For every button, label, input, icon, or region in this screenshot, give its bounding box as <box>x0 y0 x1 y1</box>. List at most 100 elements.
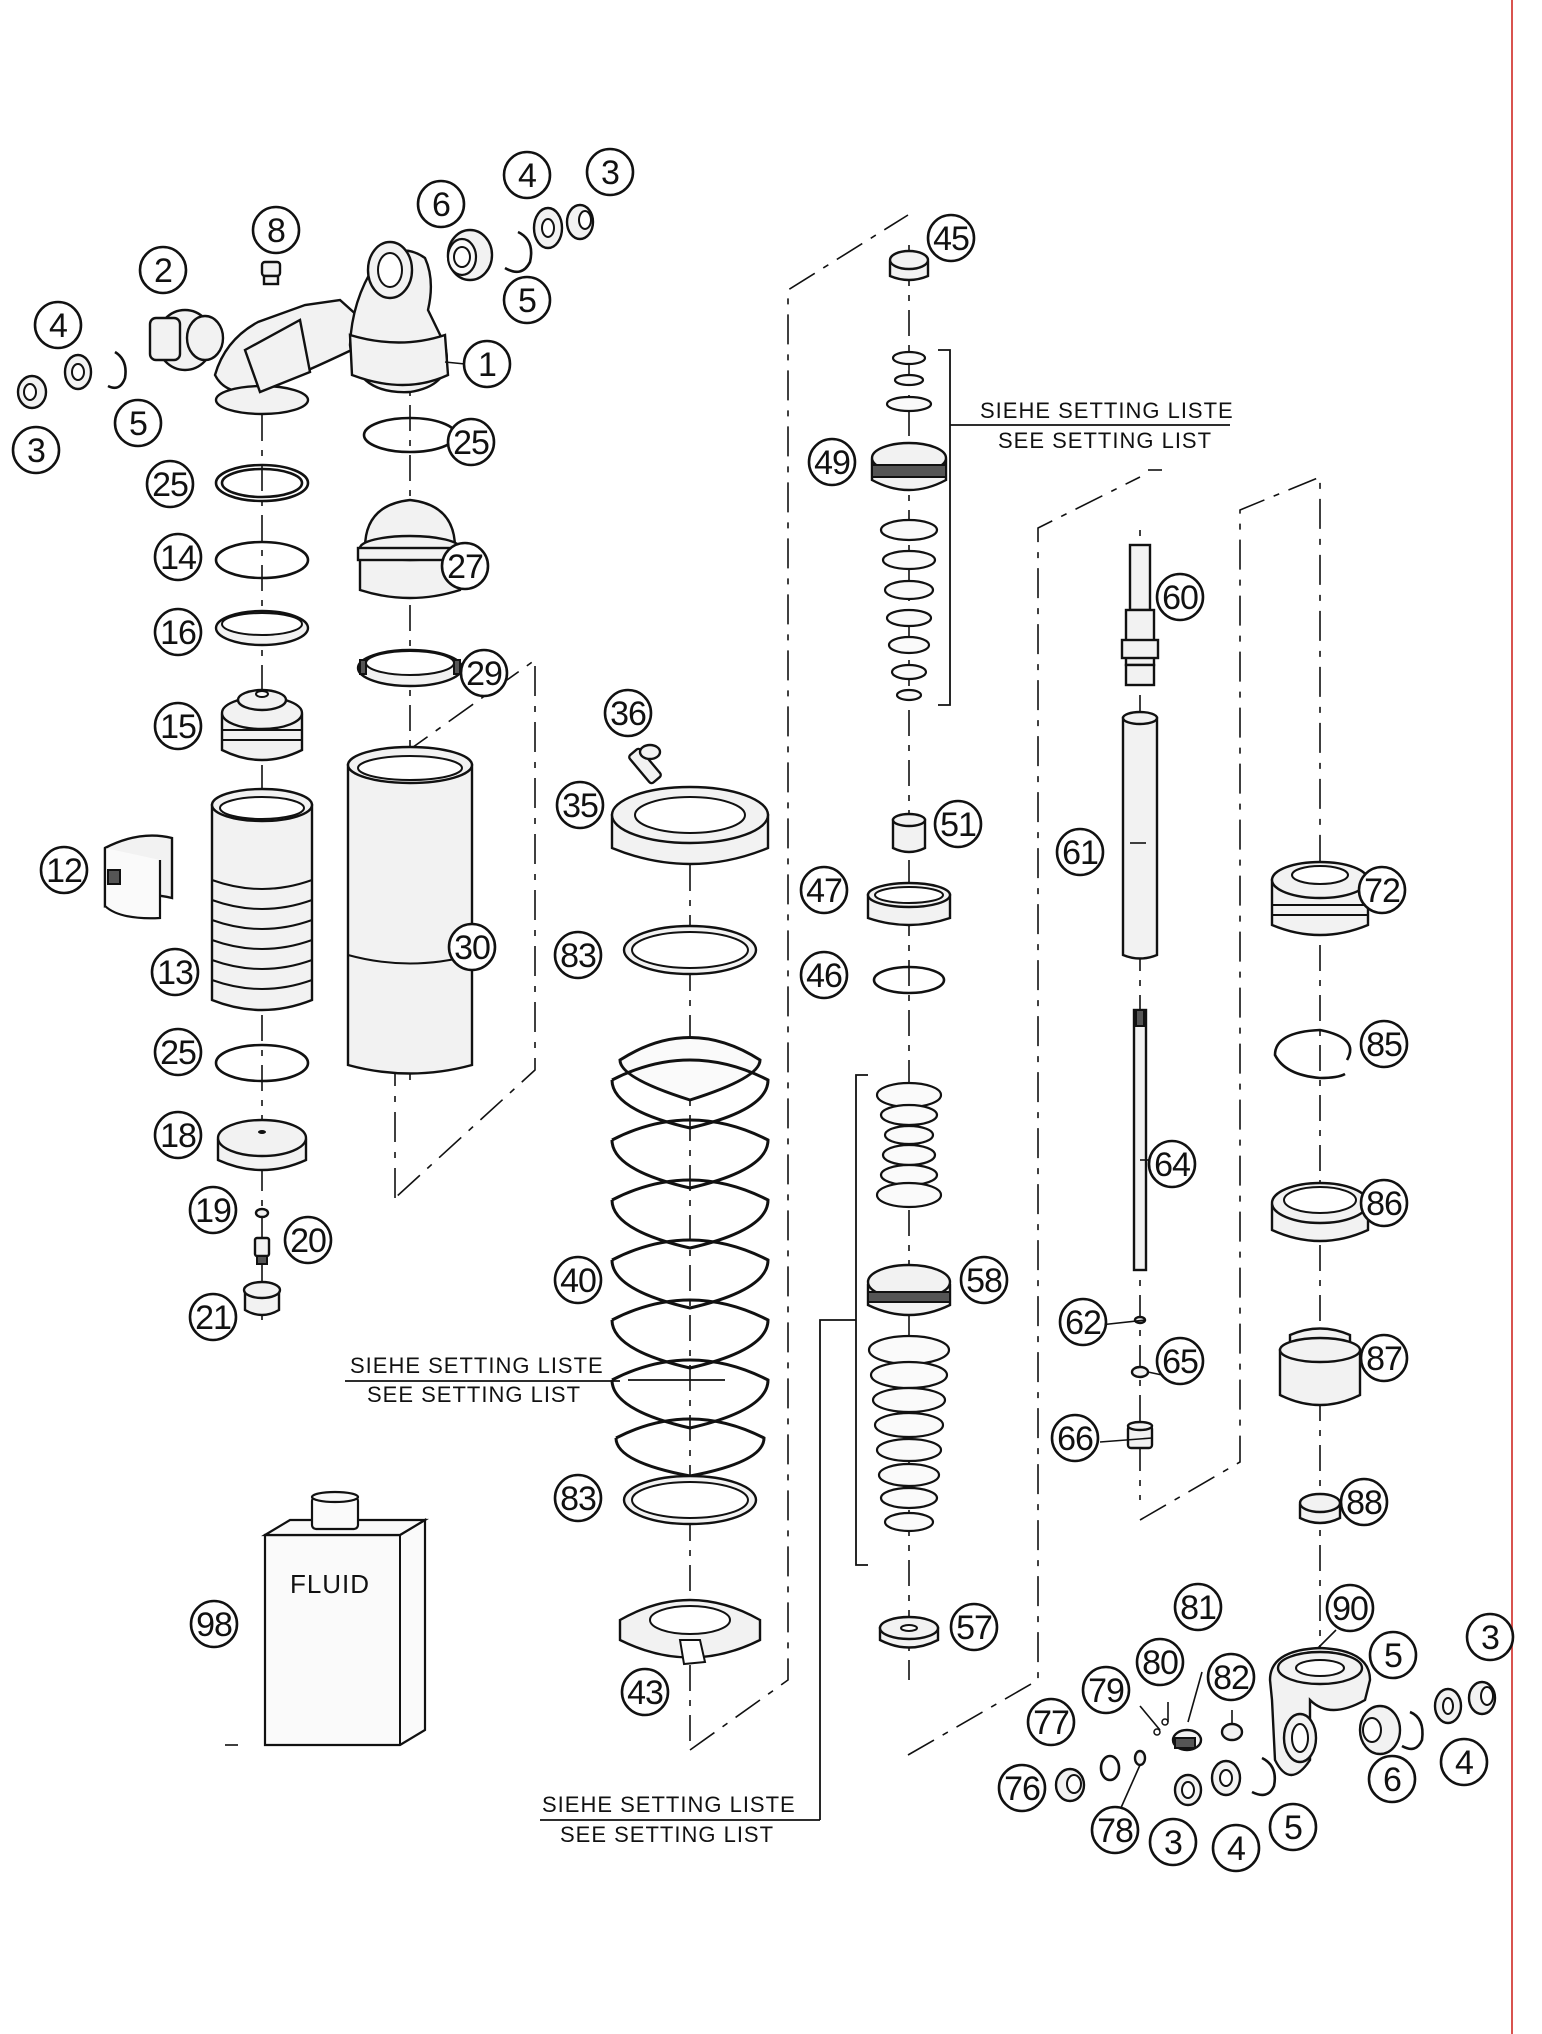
callout-27: 27 <box>440 541 490 591</box>
callout-number: 62 <box>1065 1304 1101 1342</box>
callout-circle <box>153 607 203 657</box>
callout-circle <box>188 1185 238 1235</box>
callout-number: 65 <box>1162 1343 1198 1381</box>
bottom-eye-assembly <box>1054 1646 1497 1807</box>
callout-circle <box>1439 1737 1489 1787</box>
callout-circle <box>1058 1297 1108 1347</box>
callout-circle <box>1155 572 1205 622</box>
callout-number: 49 <box>814 444 850 482</box>
callout-77: 77 <box>1026 1697 1076 1747</box>
callout-circle <box>251 205 301 255</box>
callout-35: 35 <box>555 780 605 830</box>
callout-85: 85 <box>1359 1019 1409 1069</box>
callout-number: 4 <box>1455 1744 1473 1782</box>
piston-15 <box>220 688 304 762</box>
callout-circle <box>153 532 203 582</box>
callout-circle <box>1357 865 1407 915</box>
callout-number: 72 <box>1364 872 1400 910</box>
callout-circle <box>153 701 203 751</box>
callout-number: 79 <box>1088 1672 1124 1710</box>
callout-16: 16 <box>153 607 203 657</box>
callout-number: 6 <box>1383 1761 1401 1799</box>
callout-circle <box>459 648 509 698</box>
callout-circle <box>1367 1754 1417 1804</box>
callout-number: 36 <box>610 695 646 733</box>
callout-2: 2 <box>138 245 188 295</box>
callout-circle <box>150 947 200 997</box>
callout-number: 88 <box>1346 1484 1382 1522</box>
callout-51: 51 <box>933 799 983 849</box>
fluid-label: FLUID <box>290 1569 370 1599</box>
callout-number: 78 <box>1097 1812 1133 1850</box>
callout-number: 82 <box>1213 1659 1249 1697</box>
callout-number: 85 <box>1366 1026 1402 1064</box>
callout-number: 90 <box>1332 1590 1368 1628</box>
callout-58: 58 <box>959 1255 1009 1305</box>
setting-brackets <box>540 349 1230 1821</box>
callout-circle <box>462 339 512 389</box>
callout-78: 78 <box>1090 1805 1140 1855</box>
callout-number: 6 <box>432 186 450 224</box>
callout-5: 5 <box>1268 1802 1318 1852</box>
callout-61: 61 <box>1055 827 1105 877</box>
callout-number: 3 <box>601 154 619 192</box>
callout-8: 8 <box>251 205 301 255</box>
callout-81: 81 <box>1173 1582 1223 1632</box>
callout-4: 4 <box>33 300 83 350</box>
spring-column <box>610 743 770 1666</box>
callout-30: 30 <box>447 922 497 972</box>
callout-circle <box>1148 1817 1198 1867</box>
callout-circle <box>1090 1805 1140 1855</box>
callout-number: 77 <box>1033 1704 1069 1742</box>
callout-87: 87 <box>1359 1333 1409 1383</box>
callout-number: 19 <box>195 1192 231 1230</box>
callout-number: 46 <box>806 957 842 995</box>
callout-circle <box>138 245 188 295</box>
callout-number: 13 <box>157 954 193 992</box>
setting-note-bottom-en: SEE SETTING LIST <box>560 1822 774 1847</box>
callout-88: 88 <box>1339 1477 1389 1527</box>
callout-number: 60 <box>1162 579 1198 617</box>
callout-circle <box>1359 1019 1409 1069</box>
callout-number: 5 <box>1284 1809 1302 1847</box>
callout-circle <box>620 1667 670 1717</box>
callout-number: 57 <box>956 1609 992 1647</box>
callout-number: 80 <box>1142 1644 1178 1682</box>
clip-12 <box>103 834 174 920</box>
callout-5: 5 <box>502 275 552 325</box>
callout-49: 49 <box>807 437 857 487</box>
callout-21: 21 <box>188 1292 238 1342</box>
callout-circle <box>555 780 605 830</box>
callout-40: 40 <box>553 1255 603 1305</box>
callout-6: 6 <box>416 179 466 229</box>
callout-65: 65 <box>1155 1336 1205 1386</box>
callout-number: 14 <box>160 539 196 577</box>
callout-circle <box>1359 1178 1409 1228</box>
callout-72: 72 <box>1357 865 1407 915</box>
callout-circle <box>1368 1630 1418 1680</box>
callout-number: 29 <box>466 655 502 693</box>
callout-circle <box>1206 1652 1256 1702</box>
callout-number: 2 <box>154 252 172 290</box>
callout-number: 43 <box>627 1674 663 1712</box>
callout-number: 51 <box>940 806 976 844</box>
callout-number: 21 <box>195 1299 231 1337</box>
callout-number: 25 <box>453 424 489 462</box>
callout-circle <box>1465 1612 1515 1662</box>
callout-number: 3 <box>27 432 45 470</box>
callout-number: 86 <box>1366 1185 1402 1223</box>
callout-circle <box>1325 1583 1375 1633</box>
callout-25: 25 <box>153 1027 203 1077</box>
setting-note-spring-de: SIEHE SETTING LISTE <box>350 1353 604 1378</box>
callout-circle <box>189 1599 239 1649</box>
callout-circle <box>926 213 976 263</box>
callout-circle <box>113 398 163 448</box>
callout-83: 83 <box>553 930 603 980</box>
callout-3: 3 <box>585 147 635 197</box>
callout-circle <box>447 922 497 972</box>
callout-3: 3 <box>11 425 61 475</box>
callout-number: 83 <box>560 937 596 975</box>
callout-number: 1 <box>478 346 496 384</box>
part-callouts: 1233334444555566812131415161819202125252… <box>11 147 1515 1873</box>
callout-circle <box>1135 1637 1185 1687</box>
